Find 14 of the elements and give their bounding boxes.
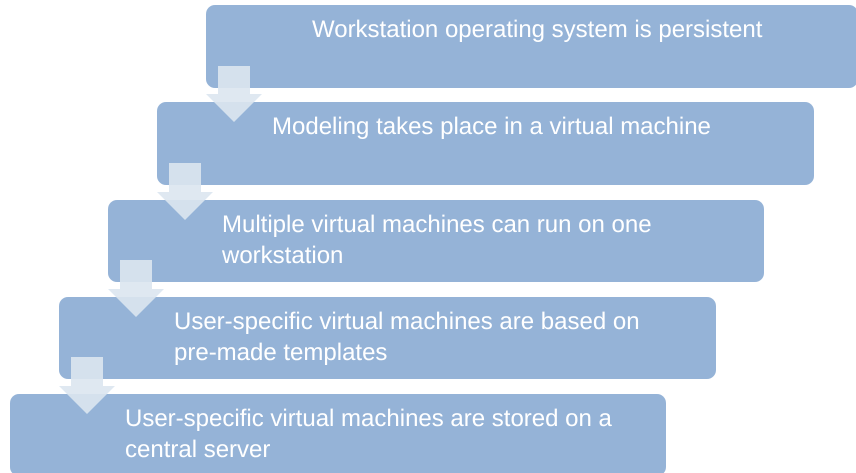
step-text: Modeling takes place in a virtual machine <box>272 112 712 142</box>
step-text: Workstation operating system is persistent <box>312 15 764 45</box>
step-box <box>59 297 716 379</box>
step-text: User-specific virtual machines are based on pre-made templates <box>174 307 641 368</box>
step-box <box>108 200 764 282</box>
block-arrow <box>59 357 115 414</box>
step-text: User-specific virtual machines are stored on a central server <box>125 404 613 465</box>
step-box <box>157 102 814 185</box>
step-box <box>206 5 856 88</box>
step-text: Multiple virtual machines can run on one workstation <box>222 210 653 271</box>
block-arrow <box>157 163 213 220</box>
block-arrow <box>206 66 262 122</box>
block-arrow <box>108 260 164 317</box>
step-box <box>10 394 666 473</box>
